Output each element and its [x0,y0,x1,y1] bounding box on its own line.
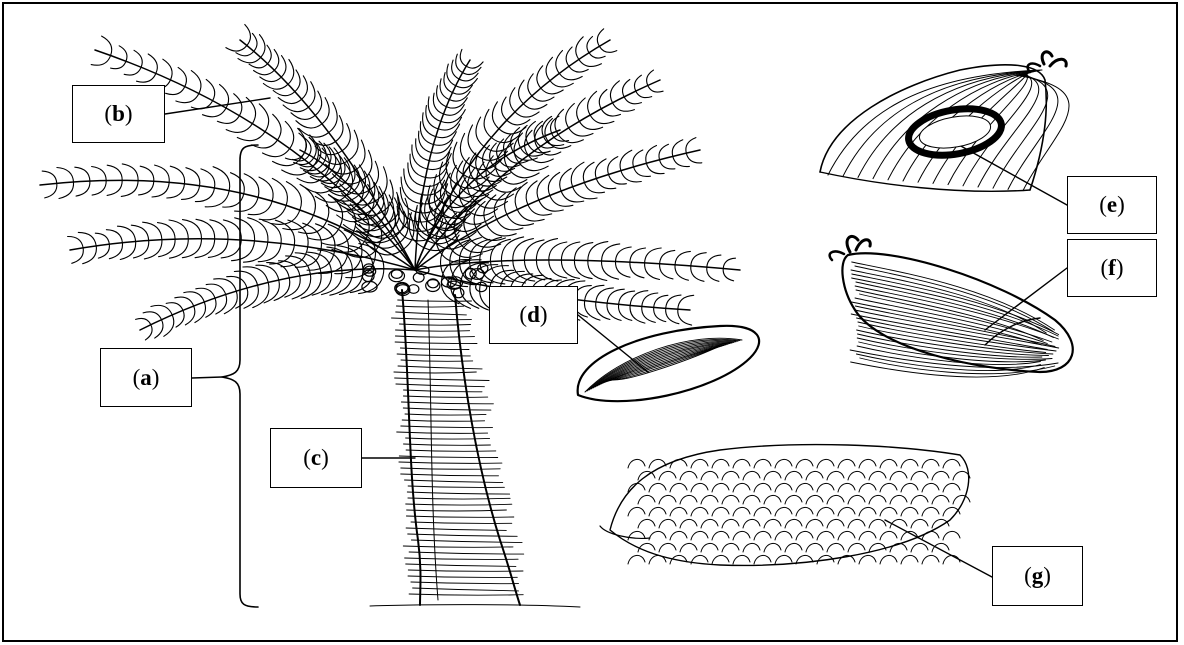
label-e-close-paren: ) [1117,192,1125,218]
label-a-close-paren: ) [152,365,160,391]
leader-lines [165,98,1067,577]
fruit-bunch-illustration [600,445,970,566]
label-d-text: d [527,302,540,328]
palm-fronds [40,25,740,340]
label-c-text: c [311,445,321,471]
label-a: (a) [100,348,192,407]
whole-fruit-illustration [830,236,1073,377]
label-g-open-paren: ( [1024,563,1032,589]
label-b-close-paren: ) [125,101,133,127]
label-d-close-paren: ) [540,302,548,328]
label-e: (e) [1067,176,1157,234]
label-b-open-paren: ( [104,101,112,127]
label-g: (g) [992,546,1083,606]
label-f: (f) [1067,239,1157,297]
ground-line [370,605,580,607]
label-f-text: f [1108,255,1116,281]
label-d-open-paren: ( [519,302,527,328]
fruit-cross-section-illustration [820,52,1069,191]
label-a-text: a [140,365,152,391]
label-f-close-paren: ) [1116,255,1124,281]
label-e-open-paren: ( [1099,192,1107,218]
label-g-close-paren: ) [1043,563,1051,589]
label-b: (b) [72,85,165,143]
label-b-text: b [112,101,125,127]
label-c: (c) [270,428,362,488]
label-e-text: e [1107,192,1117,218]
label-f-open-paren: ( [1100,255,1108,281]
label-a-open-paren: ( [133,365,141,391]
label-g-text: g [1032,563,1044,589]
label-d: (d) [489,286,578,344]
label-c-open-paren: ( [303,445,311,471]
label-c-close-paren: ) [321,445,329,471]
